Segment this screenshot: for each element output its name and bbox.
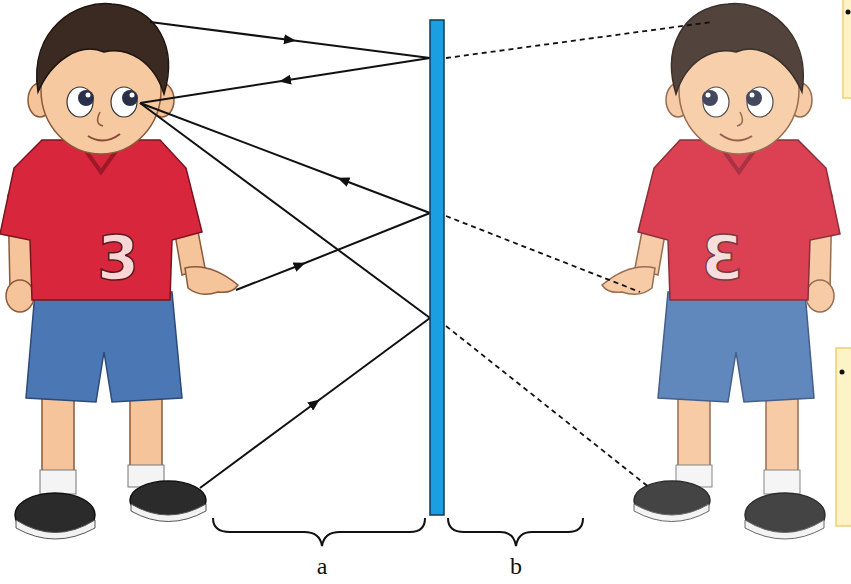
image-distance: b: [510, 554, 522, 578]
object-distance: a: [317, 554, 328, 578]
shirt-number-reflected: 3: [701, 228, 743, 288]
distance-brace: [213, 518, 425, 546]
virtual-ray: [446, 326, 650, 488]
light-ray: [200, 318, 430, 488]
note-panel: [843, 0, 851, 98]
light-ray: [236, 213, 430, 290]
light-ray: [140, 58, 430, 103]
bullet: [846, 10, 851, 15]
virtual-ray: [446, 22, 712, 58]
distance-brace: [448, 518, 583, 546]
shirt-number: 3: [97, 228, 139, 288]
note-panel: [836, 348, 851, 526]
bullet: [840, 370, 845, 375]
boy: [0, 4, 238, 539]
light-ray: [140, 103, 430, 213]
virtual-ray: [446, 216, 640, 292]
light-ray: [140, 103, 430, 318]
light-ray: [150, 22, 430, 58]
boy-image: [602, 4, 840, 539]
plane-mirror: [430, 20, 444, 515]
